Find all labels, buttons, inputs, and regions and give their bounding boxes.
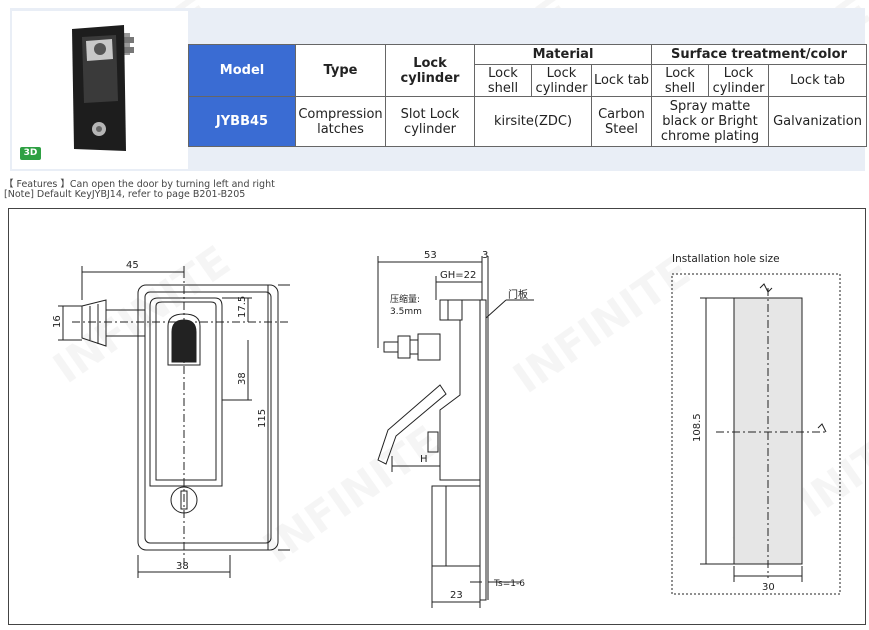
technical-drawing-frame <box>8 208 866 625</box>
dim-gh: GH=22 <box>440 270 476 281</box>
door-panel-label: 门板 <box>508 288 528 301</box>
dim-38-bottom: 38 <box>176 561 189 572</box>
material-lock-shell: Lock shell <box>474 64 532 97</box>
latch-photo-icon <box>72 25 134 151</box>
material-header: Material <box>473 44 653 65</box>
compression-value: 3.5mm <box>390 307 422 317</box>
product-image <box>12 11 188 169</box>
dim-16: 16 <box>52 315 63 328</box>
dim-53: 53 <box>424 250 437 261</box>
dim-h: H <box>420 454 428 465</box>
dim-115: 115 <box>257 409 268 428</box>
type-header: Type <box>295 44 386 97</box>
surface-lock-shell: Lock shell <box>651 64 710 97</box>
3d-badge[interactable]: 3D <box>20 147 41 160</box>
surface-tab-value: Galvanization <box>768 96 868 147</box>
surface-header: Surface treatment/color <box>651 44 868 65</box>
material-lock-tab: Lock tab <box>590 64 653 97</box>
surface-lock-cylinder: Lock cylinder <box>708 64 770 97</box>
spec-table: Model Type Lock cylinder Material Surfac… <box>188 44 868 147</box>
note-text: [Note] Default KeyJYBJ14, refer to page … <box>4 189 246 200</box>
hole-view-title: Installation hole size <box>672 253 780 265</box>
model-value: JYBB45 <box>188 96 296 147</box>
front-view <box>58 266 290 578</box>
dim-3: 3 <box>482 250 488 261</box>
lock-cylinder-value: Slot Lock cylinder <box>385 96 475 147</box>
dim-108-5: 108.5 <box>692 413 703 442</box>
hole-view <box>671 273 841 595</box>
material-shell-cylinder-value: kirsite(ZDC) <box>474 96 592 147</box>
side-view <box>377 256 534 608</box>
dim-38-vertical: 38 <box>237 372 248 385</box>
dim-23: 23 <box>450 590 463 601</box>
type-value: Compression latches <box>295 96 386 147</box>
material-tab-value: Carbon Steel <box>590 96 653 147</box>
dim-ts: Ts=1-6 <box>493 579 525 589</box>
dim-45: 45 <box>126 260 139 271</box>
surface-shell-cylinder-value: Spray matte black or Bright chrome plati… <box>651 96 770 147</box>
features-text: 【 Features 】Can open the door by turning… <box>4 179 275 190</box>
surface-lock-tab: Lock tab <box>768 64 868 97</box>
dim-30: 30 <box>762 582 775 593</box>
compression-label: 压缩量: <box>390 293 420 305</box>
dim-17-5: 17.5 <box>237 296 248 318</box>
